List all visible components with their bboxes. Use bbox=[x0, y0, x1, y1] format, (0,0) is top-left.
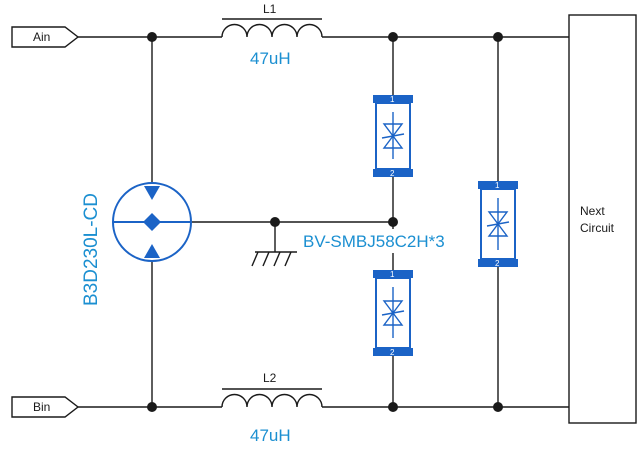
tvs-bottom-cap-1 bbox=[373, 270, 413, 278]
inductor-l1-value: 47uH bbox=[250, 49, 291, 68]
tvs-diode-top: 1 2 bbox=[373, 95, 413, 178]
inductor-l2-value: 47uH bbox=[250, 426, 291, 445]
tvs-right-pin1: 1 bbox=[495, 181, 500, 190]
gdt-arrow-up bbox=[144, 244, 160, 258]
next-circuit-line1: Next bbox=[580, 204, 605, 218]
terminal-a-in-flag bbox=[11, 26, 80, 48]
inductor-l1-coil bbox=[221, 23, 323, 38]
tvs-label-backdrop bbox=[300, 229, 476, 253]
tvs-right-cap-2 bbox=[478, 259, 518, 267]
inductor-l1-ref: L1 bbox=[263, 2, 277, 16]
gdt-part-label: B3D230L-CD bbox=[81, 193, 102, 306]
ground-symbol bbox=[251, 251, 297, 267]
tvs-top-cap-1 bbox=[373, 95, 413, 103]
tvs-diode-bottom: 1 2 bbox=[373, 270, 413, 357]
tvs-top-cap-2 bbox=[373, 169, 413, 177]
next-circuit-block: Next Circuit bbox=[568, 14, 637, 424]
tvs-top-pin1: 1 bbox=[390, 95, 395, 104]
inductor-l2-coil bbox=[221, 393, 323, 408]
gdt-arrow-down bbox=[144, 186, 160, 200]
terminal-a-in: Ain bbox=[11, 26, 80, 48]
tvs-right-pin2: 2 bbox=[495, 259, 500, 268]
tvs-bottom-pin1: 1 bbox=[390, 270, 395, 279]
terminal-b-in: Bin bbox=[11, 396, 80, 418]
terminal-b-in-flag bbox=[11, 396, 80, 418]
terminal-a-in-label: Ain bbox=[33, 30, 50, 44]
gdt-diamond bbox=[143, 213, 161, 231]
next-circuit-line2: Circuit bbox=[580, 221, 615, 235]
tvs-right-cap-1 bbox=[478, 181, 518, 189]
junction-dots bbox=[147, 32, 503, 412]
gas-discharge-tube bbox=[112, 182, 192, 262]
inductor-l1: L1 47uH bbox=[221, 2, 323, 68]
tvs-diode-right: 1 2 bbox=[478, 181, 518, 268]
tvs-bottom-pin2: 2 bbox=[390, 348, 395, 357]
tvs-part-label: BV-SMBJ58C2H*3 bbox=[303, 232, 445, 251]
vertical-wires bbox=[151, 37, 499, 407]
terminal-b-in-label: Bin bbox=[33, 400, 50, 414]
next-circuit-box bbox=[568, 14, 637, 424]
tvs-top-pin2: 2 bbox=[390, 169, 395, 178]
inductor-l2-ref: L2 bbox=[263, 371, 277, 385]
tvs-bottom-cap-2 bbox=[373, 348, 413, 356]
inductor-l2: L2 47uH bbox=[221, 371, 323, 445]
